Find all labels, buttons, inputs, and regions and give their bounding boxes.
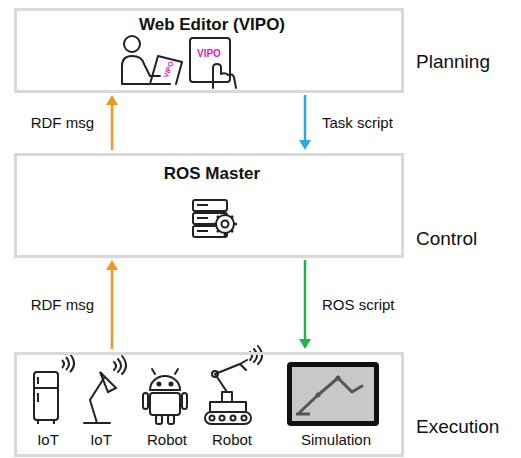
control-box: ROS Master	[14, 153, 404, 258]
edge-label: RDF msg	[29, 114, 96, 131]
layer-label: Control	[416, 228, 477, 250]
robot-arm-icon	[205, 346, 262, 424]
server-icon	[193, 200, 237, 237]
simulation-monitor-icon	[287, 362, 379, 426]
arrow-connector	[106, 260, 118, 349]
device-label: IoT	[90, 431, 112, 448]
tablet-hand-icon	[190, 38, 236, 88]
arrow-connector	[299, 260, 311, 349]
screen-text: VIPO	[162, 60, 174, 78]
arrow-connector	[106, 95, 118, 150]
execution-box: IoT IoT Robot Robot Simulation	[14, 352, 404, 457]
edge-label: Task script	[320, 114, 395, 131]
lamp-icon	[84, 356, 126, 423]
box-title: ROS Master	[164, 164, 260, 184]
edge-label: ROS script	[320, 296, 397, 313]
android-robot-icon	[143, 369, 187, 424]
device-label: Robot	[147, 431, 187, 448]
screen-text: VIPO	[197, 48, 221, 59]
device-label: IoT	[37, 431, 59, 448]
layer-label: Execution	[416, 416, 499, 438]
device-label: Robot	[212, 431, 252, 448]
device-label: Simulation	[301, 431, 371, 448]
arrow-connector	[299, 95, 311, 150]
fridge-icon	[34, 354, 74, 424]
edge-label: RDF msg	[29, 296, 96, 313]
person-laptop-icon	[122, 36, 182, 84]
box-title: Web Editor (VIPO)	[139, 15, 285, 35]
layer-label: Planning	[416, 51, 490, 73]
